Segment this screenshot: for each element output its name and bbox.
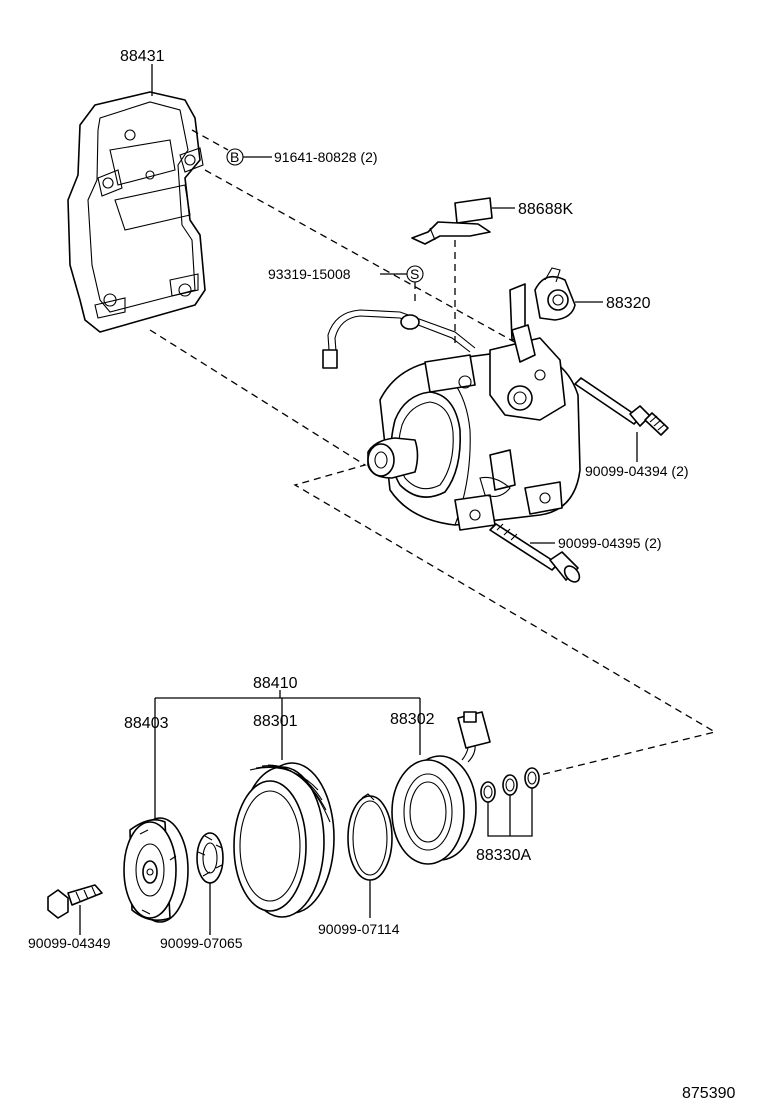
stator <box>391 711 491 865</box>
label-bracket-bolt: 91641-80828 (2) <box>274 149 378 165</box>
label-long-bolt: 90099-04395 (2) <box>558 535 662 551</box>
label-pressure-plate: 88403 <box>124 715 169 732</box>
bracket-bolt-mark: B <box>226 148 244 166</box>
label-compressor: 88320 <box>606 295 651 312</box>
compressor-body <box>322 267 581 531</box>
plate-part <box>411 197 493 245</box>
center-bolt <box>47 884 103 919</box>
label-snap-ring: 90099-07114 <box>318 921 400 937</box>
label-stud-bolt: 90099-04394 (2) <box>585 463 689 479</box>
stud-bolt <box>574 377 669 436</box>
spacer <box>196 832 224 884</box>
wire-clamp-mark: S <box>406 265 424 283</box>
label-spacer: 90099-07065 <box>160 935 243 951</box>
label-shims: 88330A <box>476 847 531 864</box>
label-pulley: 88301 <box>253 713 298 730</box>
label-stator: 88302 <box>390 711 435 728</box>
label-plate: 88688K <box>518 201 573 218</box>
label-clutch-assy: 88410 <box>253 675 298 692</box>
pulley <box>233 762 335 918</box>
compressor-bracket <box>67 91 206 333</box>
drawing-number: 875390 <box>682 1085 735 1102</box>
bracket-bolt-mark-letter: B <box>230 149 239 165</box>
pressure-plate <box>123 817 189 923</box>
label-center-bolt: 90099-04349 <box>28 935 111 951</box>
snap-ring <box>347 793 393 881</box>
long-bolt <box>489 523 581 583</box>
label-bracket: 88431 <box>120 48 165 65</box>
label-wire-clamp: 93319-15008 <box>268 266 351 282</box>
wire-clamp-mark-letter: S <box>410 266 419 282</box>
